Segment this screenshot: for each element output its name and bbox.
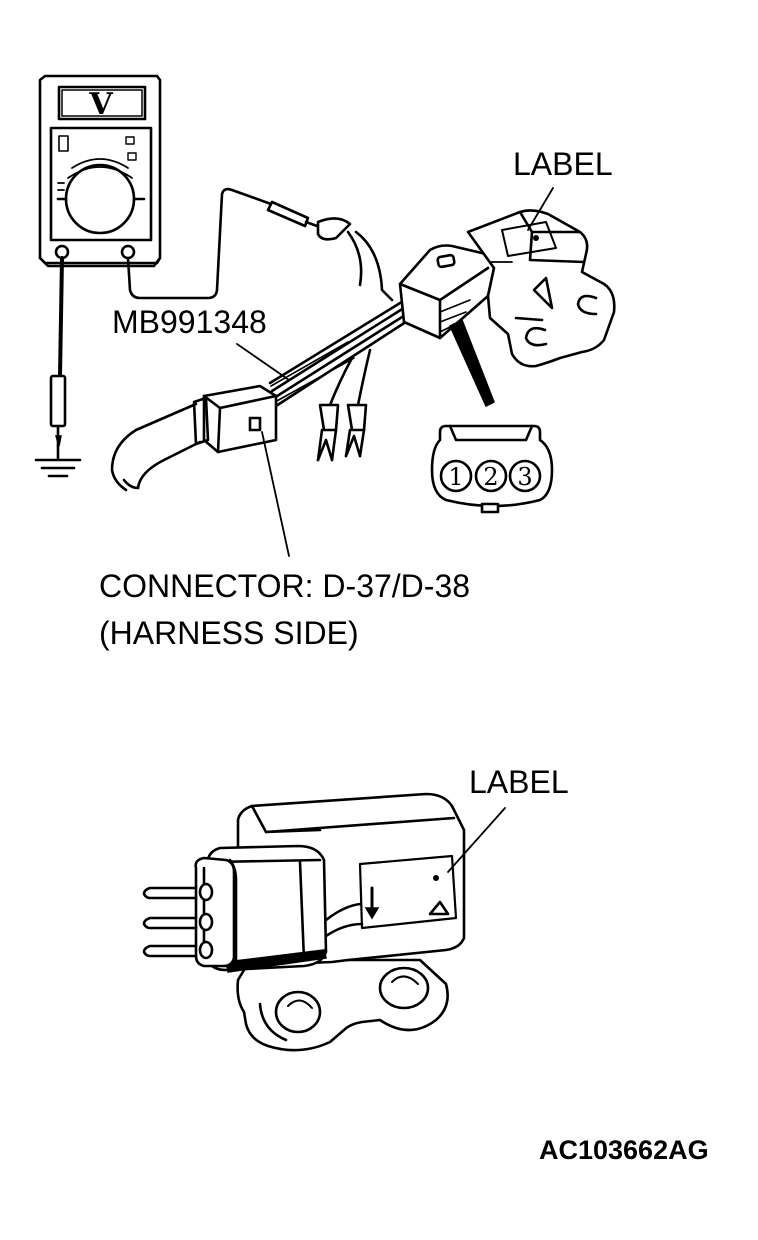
tool-leader: [236, 343, 290, 381]
label-callout-top: LABEL: [513, 146, 613, 182]
figure-code: AC103662AG: [539, 1135, 709, 1165]
label-callout-bottom: LABEL: [469, 764, 569, 800]
voltmeter: V: [38, 74, 162, 268]
pin-3: 3: [517, 463, 532, 491]
pin-face-view: 1 2 3: [430, 424, 554, 514]
tool-number-label: MB991348: [112, 304, 267, 340]
ground-symbol-icon: [34, 458, 82, 478]
spade-terminals: [316, 348, 372, 462]
pointer-wedge: [449, 318, 495, 408]
label-leader-top: [527, 187, 554, 231]
pin-2: 2: [483, 463, 498, 491]
sensor-connector: [398, 244, 496, 340]
vehicle-harness-cable: [110, 402, 202, 492]
voltmeter-symbol: V: [88, 87, 113, 122]
sensor-body-bottom: [142, 792, 466, 1052]
connector-leader: [261, 431, 290, 557]
ground-probe: [34, 256, 82, 478]
label-leader-bottom: [447, 807, 506, 873]
sensor-body-top: [466, 209, 616, 368]
harness-side-label: (HARNESS SIDE): [99, 615, 359, 651]
connector-label: CONNECTOR: D-37/D-38: [99, 568, 471, 604]
pin-1: 1: [448, 463, 463, 491]
harness-connector-d37: [192, 384, 278, 454]
harness-wires: [268, 230, 414, 408]
test-lead: [126, 187, 352, 300]
